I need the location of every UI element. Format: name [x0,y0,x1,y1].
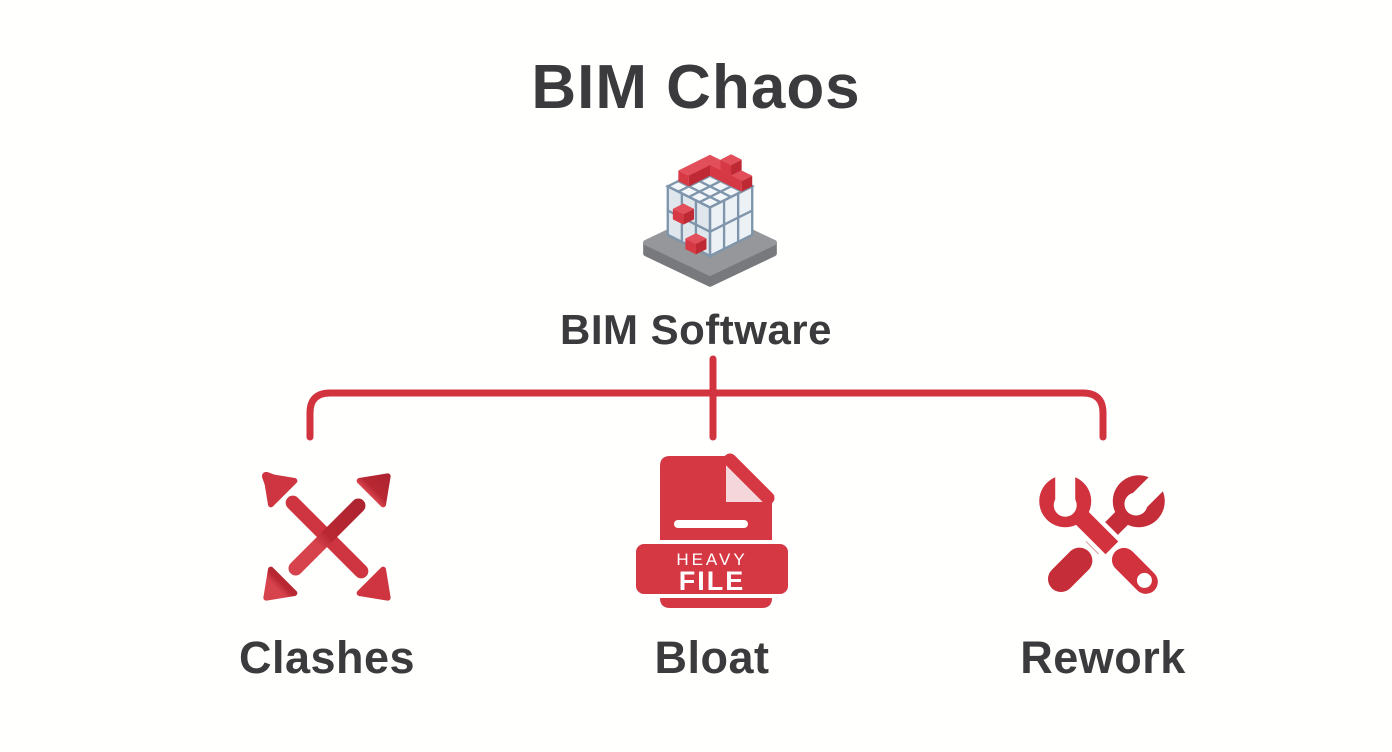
badge-line-1: HEAVY [676,550,747,569]
connector-lines [306,355,1107,441]
clash-arrows-icon [261,471,391,601]
bim-software-label: BIM Software [559,306,833,353]
badge-line-2: FILE [679,566,746,596]
heavy-file-badge: HEAVY FILE [632,540,792,598]
page-title: BIM Chaos [531,53,861,122]
node-label-rework: Rework [1020,632,1186,683]
node-label-bloat: Bloat [654,632,770,683]
arrow-ne-sw [263,473,391,601]
wrench-left [1039,459,1158,594]
crossed-tools-icon [1039,459,1175,594]
heavy-file-icon: HEAVY FILE [632,453,792,608]
bim-building-blocks-icon [643,154,777,287]
node-label-clashes: Clashes [238,632,416,683]
block-building [665,154,755,258]
